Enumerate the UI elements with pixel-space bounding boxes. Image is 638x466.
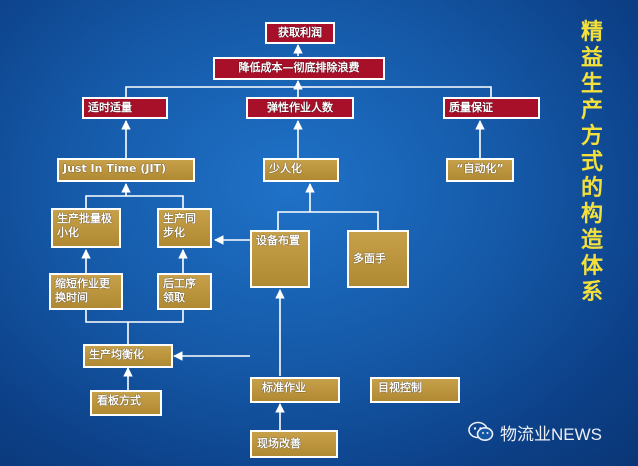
kanban-node: 看板方式 [90, 390, 162, 416]
side-title-char: 精 [580, 20, 603, 45]
equipment-layout-node: 设备布置 [250, 230, 310, 288]
production-leveling-node: 生产均衡化 [83, 344, 173, 368]
flexible-workforce-goal: 弹性作业人数 [246, 97, 354, 119]
side-title: 精 益 生 产 方 式 的 构 造 体 系 [575, 20, 609, 306]
small-batch-node: 生产批量极小化 [51, 208, 121, 248]
goal-profit: 获取利润 [265, 22, 335, 44]
standard-work-node: 标准作业 [250, 377, 340, 403]
jit-node: Just In Time (JIT) [57, 158, 195, 182]
side-title-char: 系 [580, 280, 603, 305]
side-title-char: 产 [580, 98, 603, 123]
multi-skilled-node: 多面手 [347, 230, 409, 288]
just-in-time-goal: 适时适量 [82, 97, 168, 119]
side-title-char: 造 [580, 228, 603, 253]
side-title-char: 构 [580, 202, 603, 227]
side-title-char: 方 [580, 124, 603, 149]
sync-production-node: 生产同步化 [157, 208, 212, 248]
kaizen-node: 现场改善 [250, 430, 338, 458]
wechat-icon [468, 421, 494, 441]
side-title-char: 生 [580, 72, 603, 97]
visual-control-node: 目视控制 [370, 377, 460, 403]
watermark-text: 物流业NEWS [500, 424, 602, 444]
cost-reduction: 降低成本—彻底排除浪费 [213, 57, 385, 80]
autonomation-node: “自动化” [446, 158, 514, 182]
quality-assurance-goal: 质量保证 [443, 97, 540, 119]
setup-reduction-node: 缩短作业更换时间 [49, 273, 123, 310]
pull-production-node: 后工序领取 [157, 273, 212, 310]
side-title-char: 体 [580, 254, 603, 279]
side-title-char: 的 [580, 176, 603, 201]
side-title-char: 式 [580, 150, 603, 175]
side-title-char: 益 [580, 46, 603, 71]
watermark: 物流业NEWS [468, 419, 602, 445]
few-people-node: 少人化 [263, 158, 339, 182]
